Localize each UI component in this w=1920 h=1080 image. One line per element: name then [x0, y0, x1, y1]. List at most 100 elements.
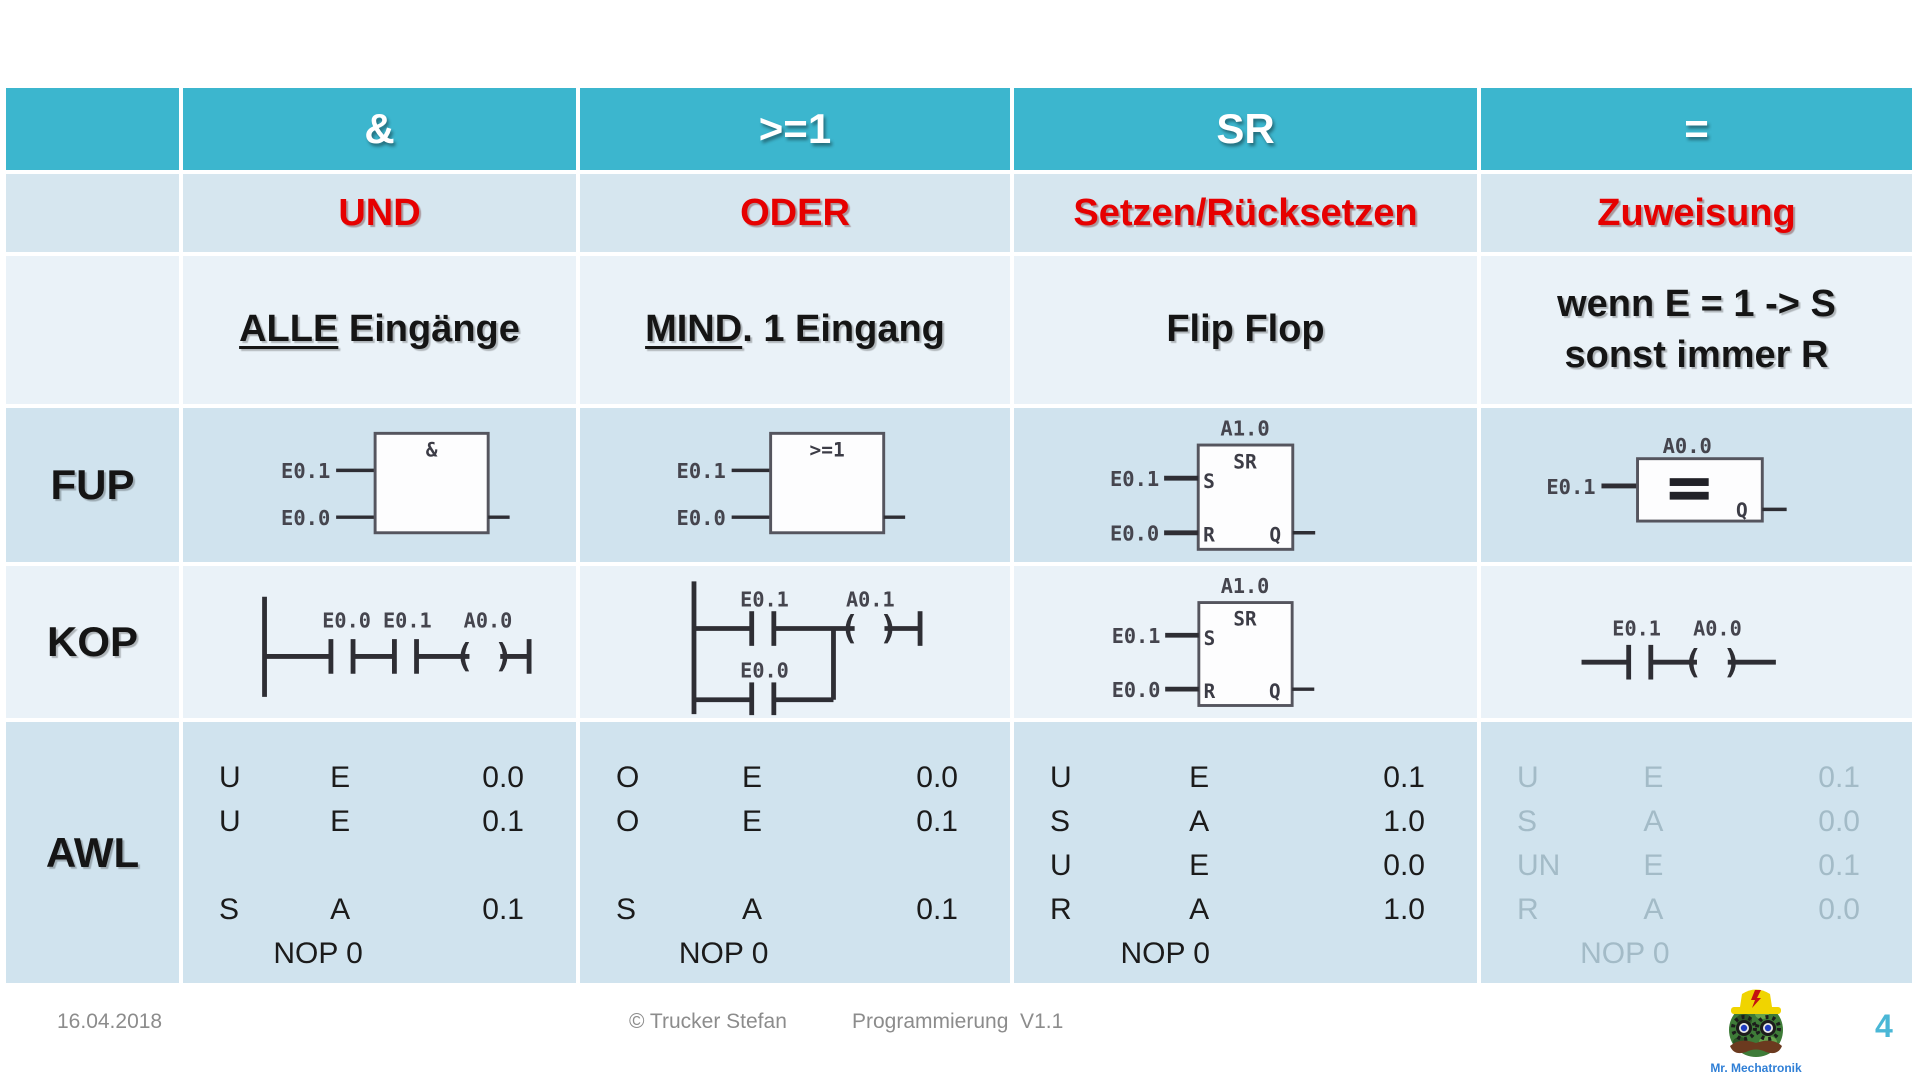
fup-and-gate-label: & [426, 439, 438, 462]
awl-op: U [219, 805, 241, 838]
awl-line: S A 0.1 [580, 888, 1010, 932]
awl-value: 0.0 [482, 761, 524, 794]
awl-operand: E [330, 761, 351, 794]
logo-graphic: Mr. Mechatronik [1710, 989, 1802, 1075]
footer-date: 16.04.2018 [57, 1010, 163, 1033]
desc-oder-rest: . 1 Eingang [742, 308, 945, 351]
desc-flipflop: Flip Flop [1014, 256, 1477, 404]
fup-and-input1: E0.1 [281, 459, 330, 483]
awl-line: S A 1.0 [1014, 800, 1477, 844]
awl-line: O E 0.1 [580, 800, 1010, 844]
kop-und-cell: E0.0 E0.1 A0.0 ( ) [183, 566, 576, 718]
header-cell-sr: SR [1014, 88, 1477, 170]
awl-op: U [1050, 849, 1072, 882]
gear-eye-left-icon [1731, 1015, 1757, 1041]
mr-mechatronik-logo: Mr. Mechatronik [1700, 982, 1812, 1076]
logic-table: & >=1 SR = UND ODER Setzen/Rücksetzen Zu… [6, 88, 1912, 983]
awl-value: 0.0 [916, 761, 958, 794]
awl-operand: E [741, 761, 762, 794]
awl-value: 0.1 [1818, 849, 1860, 882]
awl-nop-line: NOP 0 [1481, 932, 1912, 976]
awl-value: 0.1 [482, 893, 524, 926]
awl-oder-cell: O E 0.0 O E 0.1 S A 0.1 NOP 0 [580, 722, 1010, 983]
awl-op: R [1050, 893, 1072, 926]
awl-operand: A [1189, 805, 1210, 838]
page-number: 4 [1875, 1008, 1893, 1044]
awl-nop-line: NOP 0 [580, 932, 1010, 976]
fup-sr-r-label: R [1203, 524, 1215, 547]
kop-or-diagram: E0.1 A0.1 ( ) E0.0 [691, 581, 923, 716]
awl-value: 0.1 [916, 805, 958, 838]
footer-version: Programmierung V1.1 [852, 1010, 1064, 1033]
awl-op: O [616, 805, 640, 838]
awl-blank-line [183, 844, 576, 888]
awl-operand: E [1643, 761, 1664, 794]
fup-or-input2: E0.0 [677, 506, 726, 530]
kop-sr-input1: E0.1 [1112, 624, 1161, 648]
desc-zuweisung-line1: wenn E = 1 -> S [1557, 282, 1836, 325]
kop-sr-s-label: S [1204, 627, 1216, 650]
kop-zuweisung-cell: E0.1 A0.0 ( ) [1481, 566, 1912, 718]
desc-und: ALLE Eingänge [183, 256, 576, 404]
awl-value: 1.0 [1383, 893, 1425, 926]
awl-operand: E [741, 805, 762, 838]
fup-assign-q-label: Q [1736, 499, 1748, 522]
kop-and-diagram: E0.0 E0.1 A0.0 ( ) [262, 596, 532, 697]
mustache-icon [1730, 1040, 1782, 1054]
desc-und-rest: Eingänge [338, 308, 520, 351]
desc-oder: MIND. 1 Eingang [580, 256, 1010, 404]
awl-nop-line: NOP 0 [183, 932, 576, 976]
awl-value: 0.1 [482, 805, 524, 838]
awl-op: S [1050, 805, 1071, 838]
kop-or-input2-label: E0.0 [740, 659, 789, 683]
fup-sr-input1: E0.1 [1110, 467, 1159, 491]
awl-nop: NOP 0 [1120, 937, 1210, 970]
awl-operand: E [330, 805, 351, 838]
awl-op: S [616, 893, 637, 926]
fup-sr-cell: A1.0 SR E0.1 E0.0 S R Q [1014, 408, 1477, 562]
kop-sr-input2: E0.0 [1112, 678, 1161, 702]
row-label-kop: KOP [6, 566, 179, 718]
kop-assign-diagram: E0.1 A0.0 ( ) [1581, 616, 1776, 681]
awl-nop: NOP 0 [678, 937, 769, 970]
kop-sr-gate-label: SR [1233, 608, 1257, 631]
awl-operand: A [741, 893, 762, 926]
fup-and-diagram: & E0.1 E0.0 [281, 431, 510, 535]
fup-assign-address: A0.0 [1663, 434, 1712, 458]
awl-op: R [1517, 893, 1539, 926]
header-cell-empty [6, 88, 179, 170]
row-label-awl: AWL [6, 722, 179, 983]
awl-value: 1.0 [1383, 805, 1425, 838]
awl-value: 0.1 [916, 893, 958, 926]
desc-cell-empty [6, 256, 179, 404]
name-cell-empty [6, 174, 179, 252]
awl-blank-line [580, 844, 1010, 888]
gear-eye-right-icon [1755, 1015, 1781, 1041]
hardhat-brim [1731, 1007, 1781, 1014]
kop-and-coil-label: A0.0 [464, 609, 513, 633]
desc-oder-underlined: MIND [645, 308, 743, 351]
name-zuweisung: Zuweisung [1481, 174, 1912, 252]
awl-operand: E [1189, 761, 1210, 794]
fup-and-input2: E0.0 [281, 506, 330, 530]
desc-zuweisung: wenn E = 1 -> S sonst immer R [1481, 256, 1912, 404]
header-cell-assign: = [1481, 88, 1912, 170]
kop-assign-coil-label: A0.0 [1693, 616, 1742, 640]
desc-und-underlined: ALLE [239, 308, 339, 351]
awl-value: 0.1 [1818, 761, 1860, 794]
kop-sr-diagram: A1.0 SR E0.1 E0.0 S R Q [1112, 574, 1315, 707]
header-cell-and: & [183, 88, 576, 170]
fup-zuweisung-cell: A0.0 E0.1 Q [1481, 408, 1912, 562]
awl-operand: A [1643, 893, 1664, 926]
awl-value: 0.1 [1383, 761, 1425, 794]
name-oder: ODER [580, 174, 1010, 252]
